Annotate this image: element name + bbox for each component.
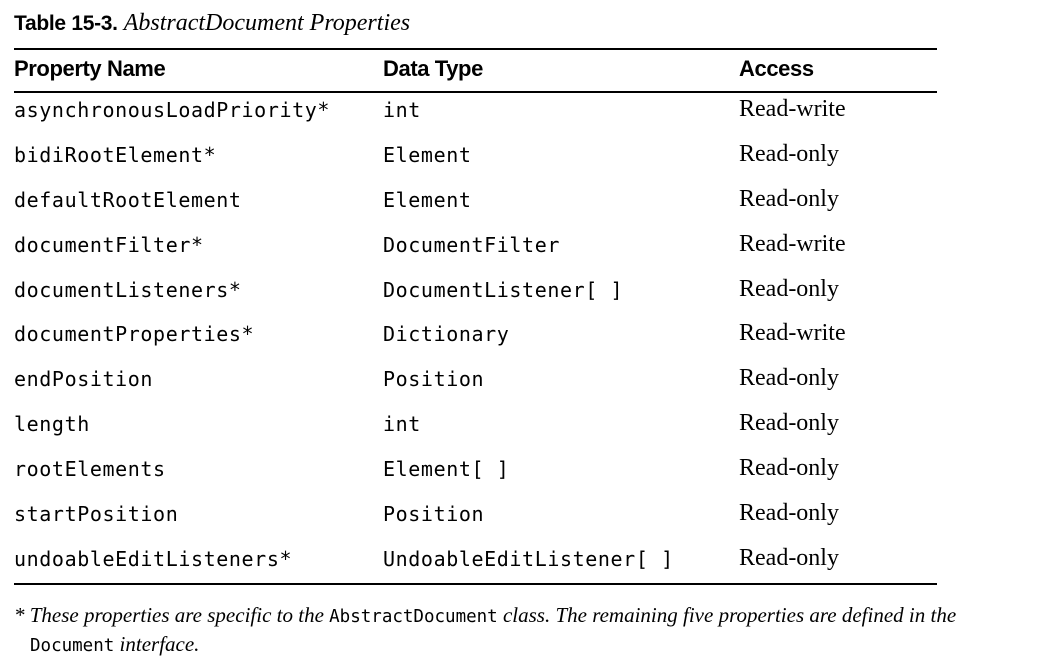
access-cell: Read-only bbox=[739, 544, 839, 571]
property-name-cell: length bbox=[14, 412, 90, 437]
table-header: Property Name Data Type Access bbox=[14, 52, 937, 88]
table-title: AbstractDocument Properties bbox=[123, 10, 411, 36]
footnote-line-1: * These properties are specific to the A… bbox=[14, 602, 1049, 631]
data-type-cell: DocumentListener[ ] bbox=[383, 277, 624, 302]
property-name-cell: undoableEditListeners* bbox=[14, 546, 293, 571]
property-name-cell: defaultRootElement bbox=[14, 187, 242, 212]
footnote-text: class. The remaining five properties are… bbox=[497, 603, 957, 627]
data-type-cell: Element bbox=[383, 142, 472, 167]
property-name-cell: bidiRootElement* bbox=[14, 142, 217, 167]
table-row: documentListeners* DocumentListener[ ] R… bbox=[14, 272, 937, 317]
access-cell: Read-only bbox=[739, 365, 839, 392]
table-top-rule bbox=[14, 48, 937, 50]
footnote-line-2: Document interface. bbox=[14, 631, 1049, 660]
data-type-cell: int bbox=[383, 412, 421, 437]
data-type-cell: Element[ ] bbox=[383, 457, 510, 482]
property-name-cell: rootElements bbox=[14, 457, 166, 482]
footnote-interface-name: Document bbox=[30, 636, 115, 656]
data-type-cell: UndoableEditListener[ ] bbox=[383, 546, 674, 571]
access-cell: Read-write bbox=[739, 230, 846, 257]
access-cell: Read-write bbox=[739, 96, 846, 122]
access-cell: Read-only bbox=[739, 275, 839, 302]
column-header-property-name: Property Name bbox=[14, 56, 166, 81]
data-type-cell: Position bbox=[383, 367, 485, 392]
access-cell: Read-only bbox=[739, 185, 839, 212]
access-cell: Read-only bbox=[739, 410, 839, 437]
access-cell: Read-only bbox=[739, 455, 839, 482]
access-cell: Read-only bbox=[739, 140, 839, 167]
access-cell: Read-write bbox=[739, 320, 846, 347]
property-name-cell: startPosition bbox=[14, 502, 179, 527]
property-name-cell: documentFilter* bbox=[14, 232, 204, 257]
table-bottom-rule bbox=[14, 583, 937, 585]
table-row: rootElements Element[ ] Read-only bbox=[14, 451, 937, 496]
data-type-cell: Position bbox=[383, 502, 485, 527]
footnote-class-name: AbstractDocument bbox=[329, 607, 498, 627]
data-type-cell: Element bbox=[383, 187, 472, 212]
footnote-text: * These properties are specific to the bbox=[14, 603, 330, 627]
property-name-cell: endPosition bbox=[14, 367, 154, 392]
access-cell: Read-only bbox=[739, 500, 839, 527]
table-row: endPosition Position Read-only bbox=[14, 361, 937, 406]
table-footnote: * These properties are specific to the A… bbox=[14, 602, 1049, 660]
data-type-cell: DocumentFilter bbox=[383, 232, 560, 257]
table-row: length int Read-only bbox=[14, 406, 937, 451]
table-row: documentFilter* DocumentFilter Read-writ… bbox=[14, 227, 937, 272]
property-name-cell: documentProperties* bbox=[14, 322, 255, 347]
table-row: asynchronousLoadPriority* int Read-write bbox=[14, 92, 937, 137]
table-body: asynchronousLoadPriority* int Read-write… bbox=[14, 92, 937, 586]
table-row: startPosition Position Read-only bbox=[14, 496, 937, 541]
property-name-cell: asynchronousLoadPriority* bbox=[14, 98, 331, 122]
column-header-data-type: Data Type bbox=[383, 56, 483, 81]
property-name-cell: documentListeners* bbox=[14, 277, 242, 302]
table-row: defaultRootElement Element Read-only bbox=[14, 182, 937, 227]
data-type-cell: Dictionary bbox=[383, 322, 510, 347]
table-caption: Table 15-3. AbstractDocument Properties bbox=[14, 8, 410, 39]
table-row: documentProperties* Dictionary Read-writ… bbox=[14, 316, 937, 361]
table-row: bidiRootElement* Element Read-only bbox=[14, 137, 937, 182]
table-number: Table 15-3. bbox=[14, 12, 118, 35]
table-row: undoableEditListeners* UndoableEditListe… bbox=[14, 541, 937, 586]
footnote-text: interface. bbox=[114, 632, 200, 656]
table-header-rule bbox=[14, 91, 937, 93]
data-type-cell: int bbox=[383, 98, 421, 122]
column-header-access: Access bbox=[739, 56, 814, 81]
